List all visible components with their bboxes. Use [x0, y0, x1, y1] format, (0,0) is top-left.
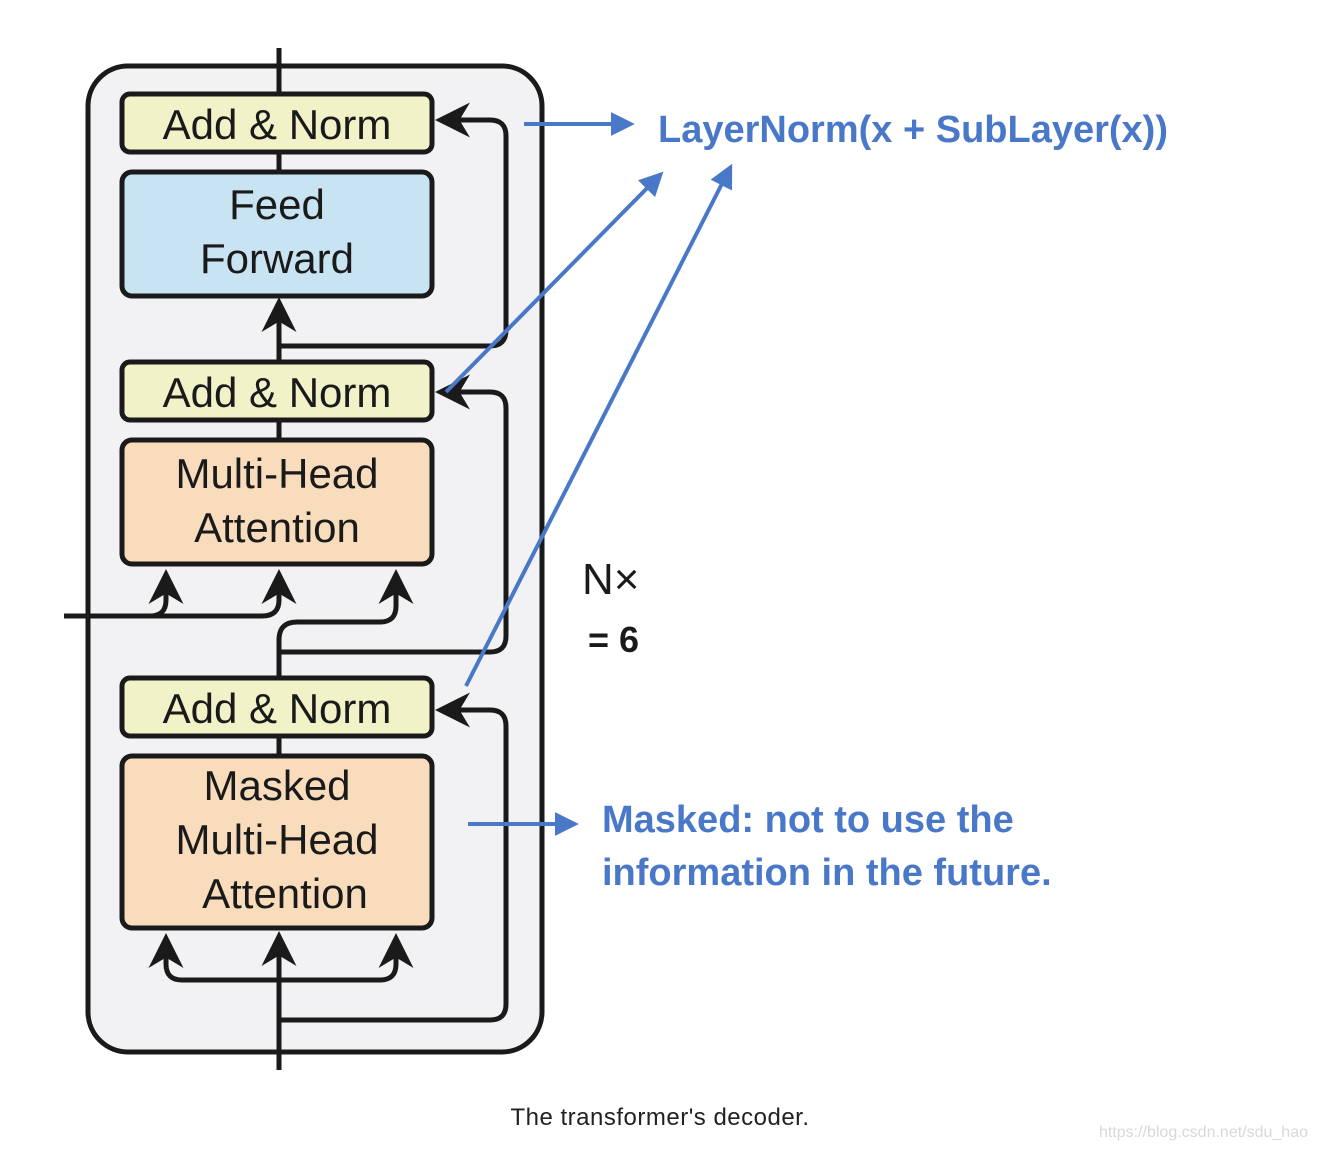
masked-label-line2: Multi-Head — [175, 816, 378, 863]
masked-label-line1: Masked — [203, 762, 350, 809]
feed-forward-label-line2: Forward — [200, 235, 354, 282]
masked-input-left — [148, 933, 279, 983]
feed-forward-label-line1: Feed — [229, 181, 325, 228]
masked-annotation-line1: Masked: not to use the — [602, 799, 1014, 841]
masked-label-line3: Attention — [202, 870, 368, 917]
repeat-count-label: = 6 — [588, 619, 639, 660]
feed-forward-box — [119, 169, 435, 299]
masked-annotation-line2: information in the future. — [602, 852, 1052, 894]
figure-caption: The transformer's decoder. — [510, 1104, 810, 1131]
add-norm-top-box — [119, 91, 435, 155]
multi-head-label-line2: Attention — [194, 504, 360, 551]
add-norm-mid-label: Add & Norm — [163, 369, 392, 416]
query-branch — [276, 569, 414, 678]
multi-head-label-line1: Multi-Head — [175, 450, 378, 497]
residual-feed-forward — [279, 102, 509, 349]
repeat-nx-label: N× — [582, 555, 639, 604]
layernorm-annotation: LayerNorm(x + SubLayer(x)) — [658, 109, 1168, 151]
masked-input-right — [279, 933, 414, 983]
add-norm-top-label: Add & Norm — [163, 101, 392, 148]
annotation-arrow-mid — [444, 171, 664, 394]
residual-multi-head — [279, 374, 509, 655]
watermark-url: https://blog.csdn.net/sdu_hao — [1098, 1124, 1308, 1141]
encoder-input-value — [150, 569, 297, 619]
add-norm-bottom-box — [119, 675, 435, 739]
add-norm-bottom-label: Add & Norm — [163, 685, 392, 732]
annotation-arrow-bottom — [464, 163, 733, 687]
multi-head-attention-box — [119, 437, 435, 567]
add-norm-mid-box — [119, 359, 435, 423]
masked-attention-box — [119, 753, 435, 931]
residual-masked — [279, 692, 509, 1023]
